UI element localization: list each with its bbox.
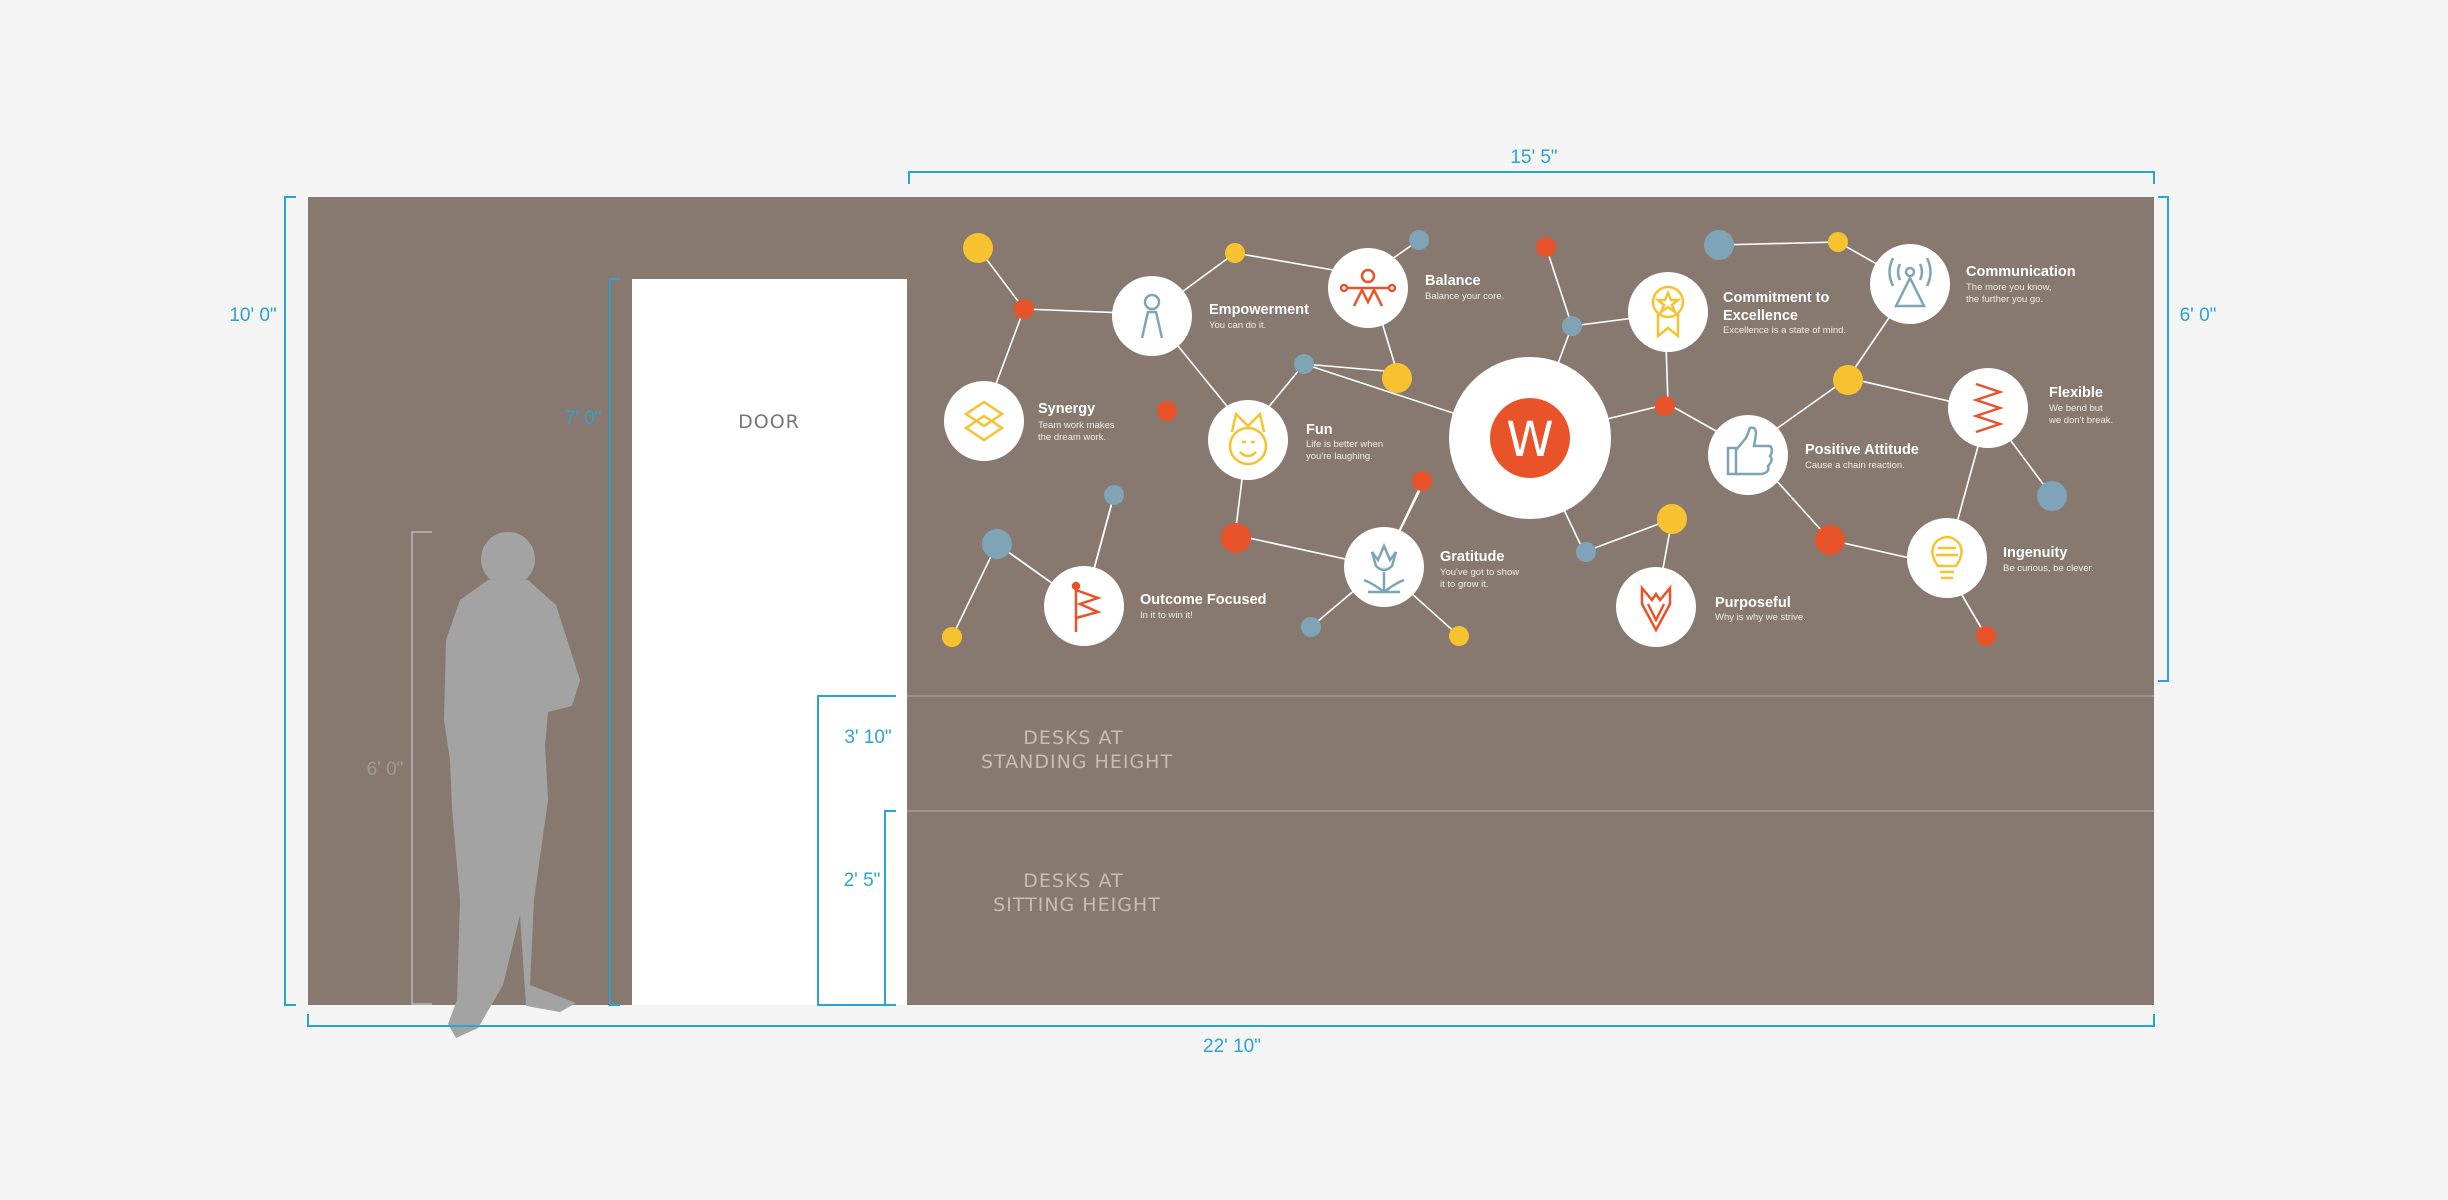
person-icon	[1140, 293, 1164, 339]
svg-text:Balance your core.: Balance your core.	[1425, 291, 1504, 302]
wall-height-label: 10' 0"	[229, 305, 276, 326]
svg-text:You can do it.: You can do it.	[1209, 320, 1266, 331]
center-logo: W	[1449, 357, 1611, 519]
person-silhouette	[444, 532, 580, 1038]
person-height-bracket	[411, 531, 432, 1005]
svg-text:Be curious, be clever.: Be curious, be clever.	[2003, 563, 2094, 574]
svg-text:Fun: Fun	[1306, 422, 1333, 438]
smiley-icon	[1228, 411, 1268, 466]
svg-text:Gratitude: Gratitude	[1440, 549, 1504, 565]
sitting-height-dimension	[884, 810, 896, 1006]
graphic-height-dimension	[2158, 196, 2169, 682]
standing-height-dimension	[817, 695, 896, 1006]
logo-letter: W	[1506, 412, 1553, 468]
door-height-label: 7' 0"	[565, 408, 602, 429]
value-balance: Balance Balance your core.	[1328, 248, 1504, 328]
standing-height-label: 3' 10"	[844, 727, 891, 748]
svg-text:Why is why we strive.: Why is why we strive.	[1715, 612, 1806, 623]
medal-icon	[1651, 285, 1685, 339]
svg-text:Positive Attitude: Positive Attitude	[1805, 442, 1919, 458]
svg-text:Ingenuity: Ingenuity	[2003, 545, 2067, 561]
value-purposeful: Purposeful Why is why we strive.	[1616, 567, 1806, 647]
door	[632, 279, 907, 1005]
thumbs-up-icon	[1726, 426, 1774, 476]
svg-text:Outcome Focused: Outcome Focused	[1140, 592, 1267, 608]
lightbulb-icon	[1931, 535, 1963, 580]
svg-text:Cause a chain reaction.: Cause a chain reaction.	[1805, 460, 1905, 471]
value-outcome-focused: Outcome Focused In it to win it!	[1044, 566, 1267, 646]
tulip-icon	[1363, 542, 1405, 594]
person-height-label: 6' 0"	[367, 759, 404, 780]
graphic-width-dimension	[908, 171, 2155, 184]
spring-icon	[1972, 382, 2004, 434]
antenna-icon	[1888, 257, 1932, 308]
wall-height-dimension	[284, 196, 296, 1006]
door-label: DOOR	[738, 411, 800, 433]
svg-text:Synergy: Synergy	[1038, 401, 1095, 417]
total-width-label: 22' 10"	[1203, 1036, 1261, 1057]
wall	[308, 197, 2154, 1005]
svg-text:Empowerment: Empowerment	[1209, 302, 1309, 318]
svg-text:Flexible: Flexible	[2049, 385, 2103, 401]
graphic-width-label: 15' 5"	[1510, 147, 1557, 168]
sitting-desk-label: DESKS AT SITTING HEIGHT	[993, 870, 1161, 916]
value-communication: Communication The more you know,the furt…	[1870, 244, 2076, 324]
value-ingenuity: Ingenuity Be curious, be clever.	[1907, 518, 2094, 598]
svg-text:The more you know,the further: The more you know,the further you go.	[1966, 282, 2052, 305]
standing-desk-label: DESKS AT STANDING HEIGHT	[981, 727, 1173, 773]
synergy-title: Synergy	[1038, 401, 1095, 417]
sitting-height-label: 2' 5"	[844, 870, 881, 891]
network-dots	[942, 230, 2067, 647]
svg-text:In it to win it!: In it to win it!	[1140, 610, 1193, 621]
svg-text:Purposeful: Purposeful	[1715, 595, 1791, 611]
svg-text:Excellence is a state of mind.: Excellence is a state of mind.	[1723, 325, 1846, 336]
value-positive-attitude: Positive Attitude Cause a chain reaction…	[1708, 415, 1919, 495]
total-width-dimension	[307, 1014, 2155, 1027]
value-empowerment: Empowerment You can do it.	[1112, 276, 1309, 356]
balance-icon	[1339, 268, 1397, 307]
synergy-icon	[963, 400, 1005, 442]
svg-text:Balance: Balance	[1425, 273, 1481, 289]
door-height-dimension	[609, 278, 620, 1006]
flag-icon	[1071, 581, 1102, 632]
w-logo-icon	[1490, 398, 1570, 478]
svg-text:Communication: Communication	[1966, 264, 2076, 280]
graphic-height-label: 6' 0"	[2180, 305, 2217, 326]
shield-v-icon	[1640, 584, 1672, 633]
